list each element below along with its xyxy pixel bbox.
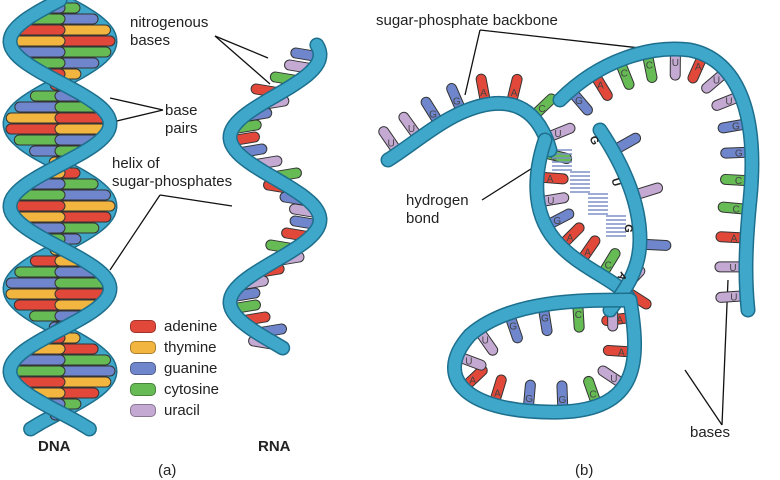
label-bases: bases [690, 424, 730, 442]
leader-line [160, 195, 232, 206]
panel-a-label: (a) [158, 462, 176, 480]
trna-base-letter: G [732, 122, 740, 133]
trna-base-letter: U [713, 76, 720, 87]
trna-base-letter: C [646, 61, 653, 72]
trna-base-letter: G [541, 314, 549, 325]
trna-base-letter: C [733, 204, 740, 215]
trna-base-letter: U [482, 336, 489, 347]
trna-base-letter: U [729, 263, 736, 274]
leader-line [110, 98, 163, 110]
trna-base-letter: C [735, 176, 742, 187]
legend-item-cytosine: cytosine [130, 379, 219, 400]
trna-base-letter: U [730, 293, 737, 304]
legend: adenine thymine guanine cytosine uracil [130, 316, 219, 421]
label-base-pairs: base pairs [165, 102, 198, 138]
legend-item-adenine: adenine [130, 316, 219, 337]
label-nitrogenous-bases: nitrogenous bases [130, 14, 208, 50]
dna-title: DNA [38, 438, 71, 455]
guanine-swatch [130, 362, 156, 375]
legend-item-guanine: guanine [130, 358, 219, 379]
trna-base-letter: A [547, 174, 554, 185]
leader-line [480, 30, 640, 48]
leader-line [685, 370, 722, 425]
trna-base-letter: C [621, 68, 628, 79]
legend-item-uracil: uracil [130, 400, 219, 421]
trna-base-letter: C [575, 310, 582, 321]
trna-base-letter: G [553, 216, 561, 227]
panel-b-label: (b) [575, 462, 593, 480]
leader-line [215, 36, 270, 84]
thymine-swatch [130, 341, 156, 354]
trna-base-letter: U [554, 129, 561, 140]
trna-base-letter: A [567, 233, 574, 244]
trna-base-letter: U [610, 374, 617, 385]
cytosine-swatch [130, 383, 156, 396]
label-helix: helix of sugar-phosphates [112, 155, 232, 191]
label-hydrogen-bond: hydrogen bond [406, 192, 469, 228]
trna-base-letter: U [547, 196, 554, 207]
trna-base-letter: G [559, 395, 567, 406]
adenine-swatch [130, 320, 156, 333]
uracil-swatch [130, 404, 156, 417]
rna-title: RNA [258, 438, 291, 455]
trna-base-letter: A [469, 375, 476, 386]
trna-base-letter: G [509, 322, 517, 333]
trna-base-letter: U [672, 58, 679, 69]
trna-base-letter: G [575, 96, 583, 107]
legend-item-thymine: thymine [130, 337, 219, 358]
trna-base-letter: A [597, 80, 604, 91]
trna-base-letter: U [465, 357, 472, 368]
trna-base-letter: A [618, 347, 625, 358]
leader-line [215, 36, 268, 58]
trna-base-letter: A [731, 233, 738, 244]
trna-base-letter: A [695, 62, 702, 73]
trna-base-letter: U [725, 97, 732, 108]
trna-base-letter: G [735, 149, 743, 160]
label-backbone: sugar-phosphate backbone [376, 12, 558, 30]
leader-line [110, 195, 160, 270]
